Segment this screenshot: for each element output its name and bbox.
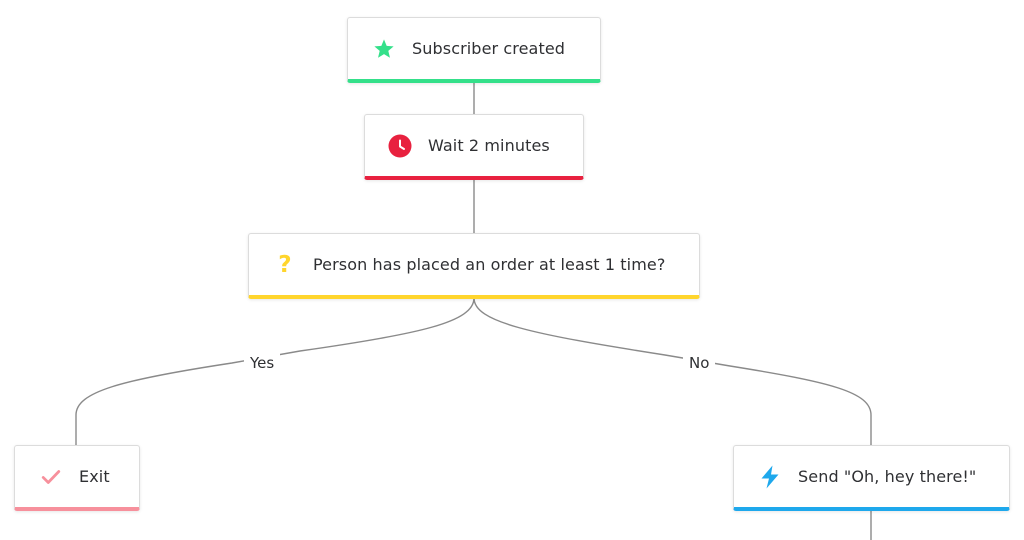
branch-label-no: No: [683, 353, 716, 373]
clock-icon: [388, 134, 412, 158]
connector-no-branch: [473, 297, 872, 446]
action-node-label: Send "Oh, hey there!": [798, 467, 977, 486]
delay-node-label: Wait 2 minutes: [428, 136, 550, 155]
trigger-node-subscriber-created[interactable]: Subscriber created: [347, 17, 601, 83]
condition-node-placed-order[interactable]: ? Person has placed an order at least 1 …: [248, 233, 700, 299]
checkmark-icon: [39, 465, 63, 489]
condition-node-label: Person has placed an order at least 1 ti…: [313, 255, 666, 274]
delay-node-wait[interactable]: Wait 2 minutes: [364, 114, 584, 180]
exit-node[interactable]: Exit: [14, 445, 140, 511]
star-icon: [372, 37, 396, 61]
trigger-node-label: Subscriber created: [412, 39, 566, 58]
exit-node-label: Exit: [79, 467, 110, 486]
branch-label-yes: Yes: [244, 353, 281, 373]
lightning-bolt-icon: [758, 465, 782, 489]
question-mark-icon: ?: [278, 251, 292, 278]
action-node-send-email[interactable]: Send "Oh, hey there!": [733, 445, 1010, 511]
